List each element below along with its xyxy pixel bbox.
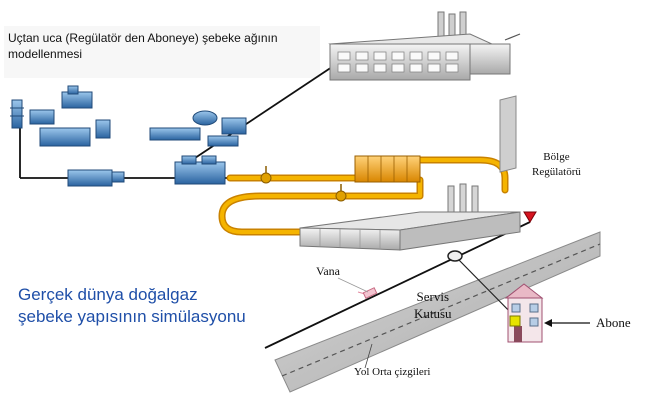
caption-panel <box>4 26 320 78</box>
compressor-station-icon <box>67 169 125 187</box>
label-bolge-regulatoru: Bölge Regülatörü <box>532 151 581 178</box>
diagram-caption: Uçtan uca (Regülatör den Aboneye) şebeke… <box>8 31 278 61</box>
road <box>274 231 601 393</box>
factory-icon <box>328 11 521 81</box>
subscriber-house-icon <box>504 283 544 343</box>
label-vana: Vana <box>316 264 340 278</box>
abone-arrow-icon <box>544 319 590 327</box>
vana-valve-icon <box>357 287 378 299</box>
label-abone: Abone <box>596 315 631 330</box>
processing-equipment-icon <box>149 110 247 147</box>
diagram-headline: Gerçek dünya doğalgaz şebeke yapısının s… <box>18 285 246 326</box>
yol-pointer <box>364 343 373 369</box>
label-yol-orta-cizgileri: Yol Orta çizgileri <box>354 366 431 378</box>
industrial-plant-icon <box>299 183 521 251</box>
regulator-marker-icon <box>523 211 537 223</box>
pipe-valve-icon <box>260 166 347 202</box>
service-box-icon <box>447 250 463 262</box>
vana-pointer <box>337 277 369 293</box>
city-gate-station-icon <box>174 155 226 185</box>
production-equipment-icon <box>10 85 111 147</box>
compressor-unit-icon <box>354 155 421 183</box>
tower-icon <box>499 95 517 173</box>
label-servis-kutusu: Servis Kutusu <box>414 289 452 321</box>
